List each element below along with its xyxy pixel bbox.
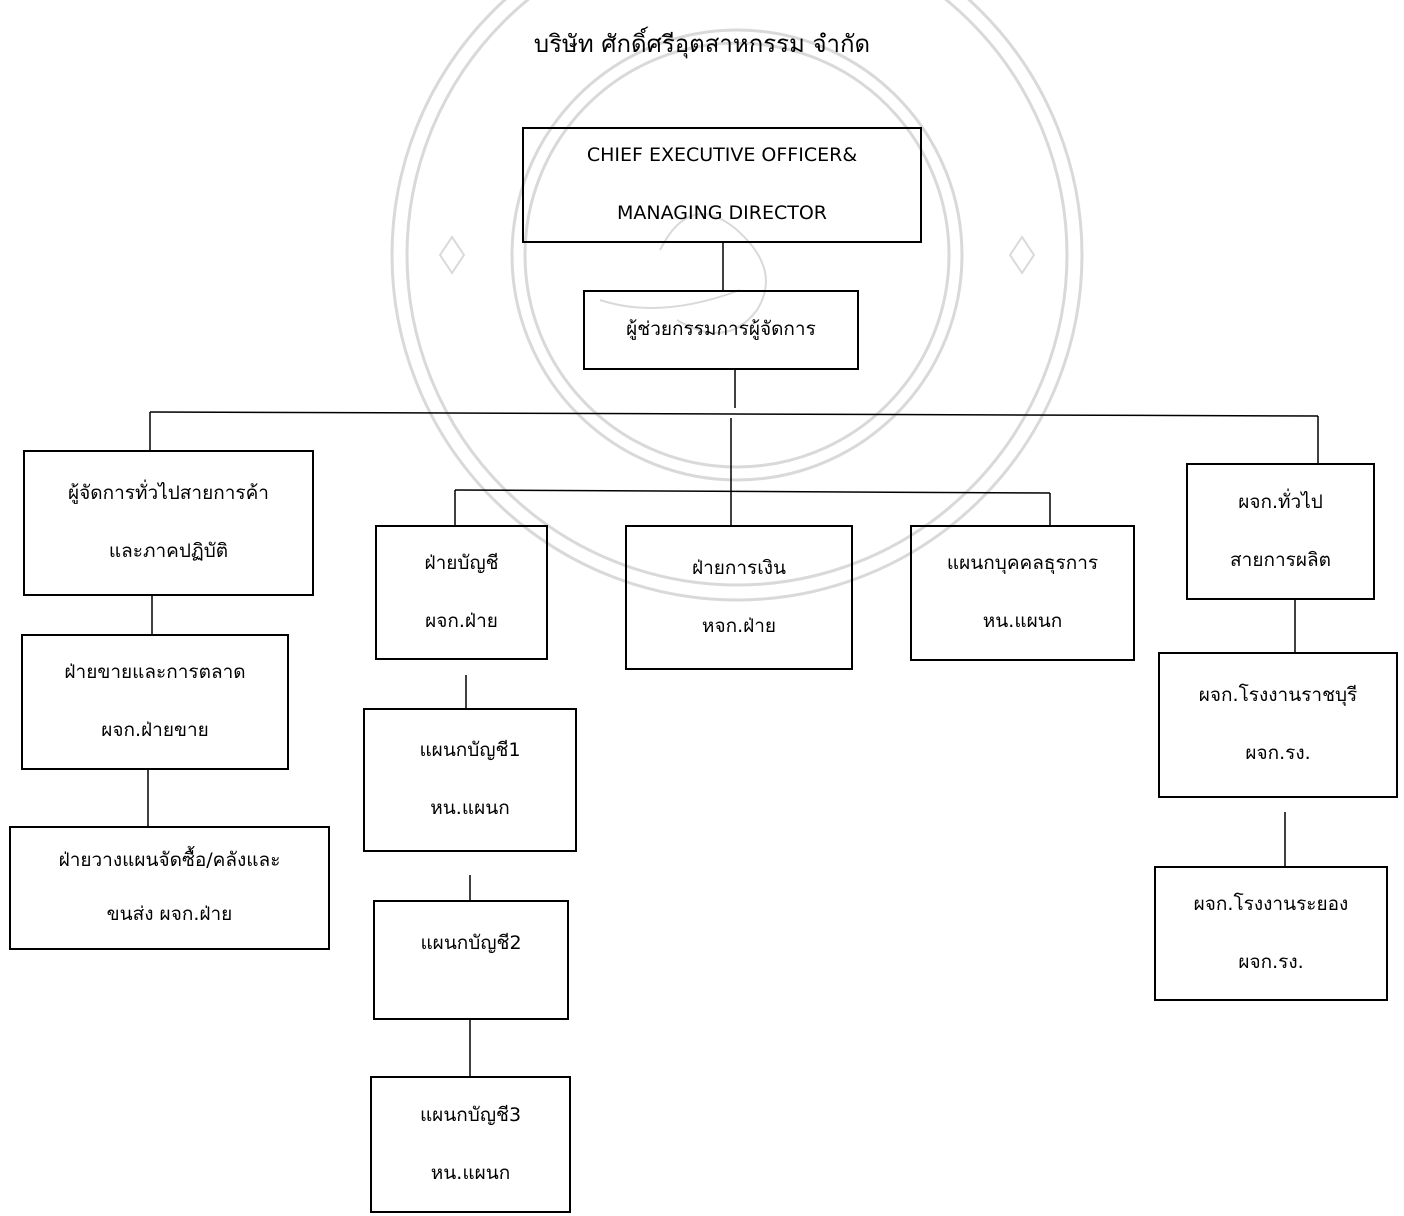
box-gm-trade-line1: ผู้จัดการทั่วไปสายการค้า	[68, 482, 269, 505]
box-assistant-md: ผู้ช่วยกรรมการผู้จัดการ	[583, 290, 859, 370]
box-gm-trade-line2: และภาคปฏิบัติ	[108, 540, 229, 562]
box-accounting-1: แผนกบัญชี1 หน.แผนก	[363, 708, 577, 852]
company-title: บริษัท ศักดิ์ศรีอุตสาหกรรม จำกัด	[533, 30, 871, 58]
box-personnel-line2: หน.แผนก	[982, 610, 1063, 632]
box-ratchaburi-plant-line1: ผจก.โรงงานราชบุรี	[1198, 684, 1358, 707]
connector-top-bus	[149, 411, 1319, 417]
box-accounting: ฝ่ายบัญชี ผจก.ฝ่าย	[375, 525, 548, 660]
box-sales-marketing-line1: ฝ่ายขายและการตลาด	[64, 661, 246, 684]
box-accounting-2: แผนกบัญชี2	[373, 900, 569, 1020]
box-accounting-1-line1: แผนกบัญชี1	[419, 739, 521, 762]
box-gm-production-line1: ผจก.ทั่วไป	[1238, 490, 1323, 513]
box-personnel: แผนกบุคคลธุรการ หน.แผนก	[910, 525, 1135, 661]
box-accounting-1-line2: หน.แผนก	[430, 797, 510, 819]
box-accounting-3: แผนกบัญชี3 หน.แผนก	[370, 1076, 571, 1213]
box-gm-production-line2: สายการผลิต	[1230, 548, 1331, 571]
box-purchasing-logistics-line2: ขนส่ง ผจก.ฝ่าย	[106, 903, 233, 925]
box-rayong-plant: ผจก.โรงงานระยอง ผจก.รง.	[1154, 866, 1388, 1001]
box-accounting-line2: ผจก.ฝ่าย	[425, 609, 498, 632]
box-accounting-3-line1: แผนกบัญชี3	[419, 1103, 522, 1126]
box-finance-line2: หจก.ฝ่าย	[701, 614, 777, 637]
box-accounting-3-line2: หน.แผนก	[430, 1161, 511, 1184]
box-accounting-line1: ฝ่ายบัญชี	[424, 551, 499, 574]
connector-sub-bus	[454, 489, 1051, 494]
box-gm-production: ผจก.ทั่วไป สายการผลิต	[1186, 463, 1375, 600]
box-rayong-plant-line1: ผจก.โรงงานระยอง	[1193, 892, 1349, 915]
box-purchasing-logistics-line1: ฝ่ายวางแผนจัดซื้อ/คลังและ	[58, 849, 281, 872]
box-purchasing-logistics: ฝ่ายวางแผนจัดซื้อ/คลังและ ขนส่ง ผจก.ฝ่าย	[9, 826, 330, 950]
box-gm-trade: ผู้จัดการทั่วไปสายการค้า และภาคปฏิบัติ	[23, 450, 314, 596]
box-ceo: CHIEF EXECUTIVE OFFICER& MANAGING DIRECT…	[522, 127, 922, 243]
box-sales-marketing-line2: ผจก.ฝ่ายขาย	[101, 719, 209, 741]
box-finance: ฝ่ายการเงิน หจก.ฝ่าย	[625, 525, 853, 670]
box-ceo-line2: MANAGING DIRECTOR	[616, 202, 828, 224]
box-ceo-line1: CHIEF EXECUTIVE OFFICER&	[586, 144, 858, 167]
box-personnel-line1: แผนกบุคคลธุรการ	[946, 552, 1099, 575]
box-ratchaburi-plant: ผจก.โรงงานราชบุรี ผจก.รง.	[1158, 652, 1398, 798]
box-assistant-md-line1: ผู้ช่วยกรรมการผู้จัดการ	[626, 318, 816, 341]
box-finance-line1: ฝ่ายการเงิน	[691, 556, 787, 579]
box-ratchaburi-plant-line2: ผจก.รง.	[1245, 742, 1311, 764]
box-sales-marketing: ฝ่ายขายและการตลาด ผจก.ฝ่ายขาย	[21, 634, 289, 770]
box-accounting-2-line1: แผนกบัญชี2	[420, 932, 522, 954]
box-rayong-plant-line2: ผจก.รง.	[1238, 950, 1304, 973]
